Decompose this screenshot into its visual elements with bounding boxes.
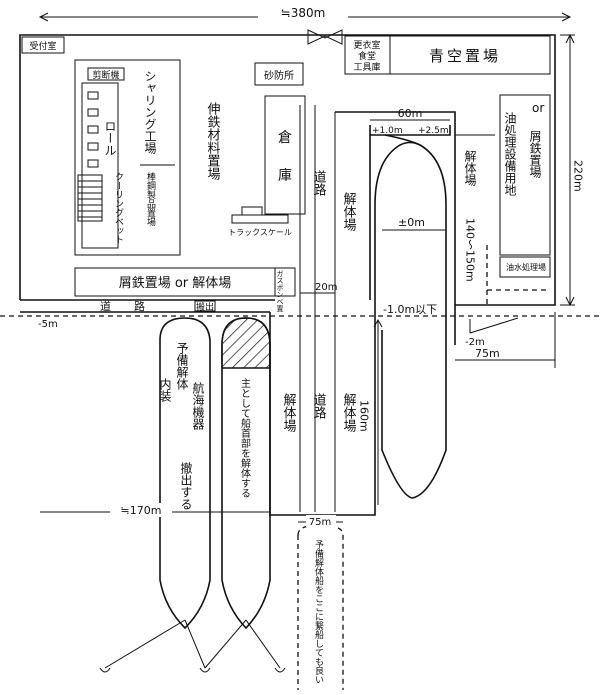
ship1-label-a: 予備解体 bbox=[175, 342, 189, 391]
road-label-lower: 道路 bbox=[311, 393, 327, 419]
dock-length-dimension: 160m bbox=[358, 340, 379, 505]
scrap-yard2-label: 屑鉄置場 bbox=[528, 130, 542, 179]
cooling-bed-hatch bbox=[77, 174, 103, 222]
left-170-label: ≒170m bbox=[121, 504, 162, 517]
overall-width-dimension: ≒380m bbox=[38, 6, 572, 22]
or-label: or bbox=[532, 101, 544, 115]
guard-label: 受付室 bbox=[29, 40, 56, 52]
rebar-yard-label: 棒鋼製品置場 bbox=[145, 171, 156, 227]
material-yard-label: 伸鉄材料置場 bbox=[205, 102, 221, 180]
warehouse-label-1: 倉 bbox=[278, 130, 292, 146]
dock-length-label: 160m bbox=[358, 400, 371, 432]
shear-machine bbox=[87, 67, 125, 81]
oily-water-plant bbox=[499, 256, 551, 278]
dry-dock bbox=[269, 111, 456, 516]
site-boundary bbox=[19, 34, 556, 313]
minus2-marker: -2m bbox=[465, 317, 519, 348]
dismantle-label-lower: 解体場 bbox=[341, 393, 357, 432]
road-label-upper: 道路 bbox=[311, 170, 327, 196]
gas-store-label: ガスボンベ置 bbox=[276, 270, 284, 312]
office-label-2: 食堂 bbox=[358, 50, 376, 62]
oil-yard-label: 油処理設備用地 bbox=[503, 112, 517, 196]
warehouse bbox=[264, 95, 306, 215]
sand-hut bbox=[254, 62, 304, 86]
bottom-75-label: 75m bbox=[309, 517, 331, 528]
dock-center-level: ±0m bbox=[398, 216, 425, 229]
dismantle-label-upper: 解体場 bbox=[341, 192, 357, 231]
left-170-dimension: ≒170m bbox=[40, 503, 270, 517]
road-columns bbox=[299, 105, 336, 512]
ship-1 bbox=[159, 317, 211, 630]
alternate-berth: 75m bbox=[297, 515, 344, 690]
green-yard-label: 青空置場 bbox=[429, 47, 501, 65]
shearing-shop: 剪断機 ロール シャリング工場 クーリングベット 棒鋼製品置場 bbox=[74, 59, 181, 256]
truck-scale bbox=[231, 206, 289, 224]
mooring-lines bbox=[99, 619, 286, 673]
guard-house bbox=[21, 36, 65, 54]
office-label-1: 更衣室 bbox=[353, 39, 380, 51]
right-75-label: 75m bbox=[475, 347, 500, 360]
dock-bottom-level: -1.0m以下 bbox=[383, 303, 437, 316]
right-side-area bbox=[455, 94, 551, 305]
dock-width-dimension: 60m bbox=[370, 107, 450, 121]
road-width-label: 20m bbox=[315, 282, 337, 293]
green-yard bbox=[389, 35, 551, 75]
ship1-label-b: 内装 bbox=[158, 378, 172, 403]
right-dim-a-label: 140～150m bbox=[464, 218, 477, 282]
ship2-label: 主として船首部を解体する bbox=[239, 378, 251, 498]
dismantle-label-right: 解体場 bbox=[463, 150, 477, 187]
dock-left-level: +1.0m bbox=[372, 126, 403, 136]
oily-water-label: 油水処理場 bbox=[506, 262, 546, 272]
cooling-bed-label: クーリングベット bbox=[113, 172, 124, 244]
dock-width-label: 60m bbox=[398, 107, 423, 120]
gas-store bbox=[274, 267, 296, 297]
ship-2 bbox=[221, 317, 271, 630]
ship1-label-d: 撤出する bbox=[179, 461, 193, 510]
gate-symbol bbox=[307, 29, 343, 45]
overall-height-dimension bbox=[560, 33, 575, 307]
dismantle-label-left: 解体場 bbox=[281, 393, 297, 432]
shear-machine-label: 剪断機 bbox=[92, 69, 119, 81]
road-horizontal-label: 道 路 bbox=[100, 299, 151, 313]
office-label-3: 工具庫 bbox=[353, 61, 380, 73]
roll-label: ロール bbox=[103, 120, 117, 156]
minus2-label: -2m bbox=[465, 337, 485, 348]
overall-height-label: 220m bbox=[572, 160, 585, 192]
carry-out-label: 搬出 bbox=[196, 301, 214, 313]
minus5-label: -5m bbox=[38, 319, 58, 330]
sand-label: 砂防所 bbox=[264, 69, 294, 82]
dock-right-level: +2.5m bbox=[418, 126, 449, 136]
overall-width-label: ≒380m bbox=[281, 6, 326, 20]
carry-out-box bbox=[194, 300, 216, 312]
scrap-yard-label: 屑鉄置場 or 解体場 bbox=[119, 276, 232, 291]
shearing-shop-label: シャリング工場 bbox=[143, 70, 157, 155]
warehouse-label-2: 庫 bbox=[278, 167, 292, 184]
roll-line bbox=[81, 82, 119, 249]
truck-scale-label: トラックスケール bbox=[228, 228, 292, 237]
moor-note-label: 予備解体船をここに繋船しても良い bbox=[313, 540, 324, 684]
ship1-label-c: 航海機器 bbox=[191, 381, 205, 431]
right-75-dimension: 75m bbox=[455, 312, 556, 368]
